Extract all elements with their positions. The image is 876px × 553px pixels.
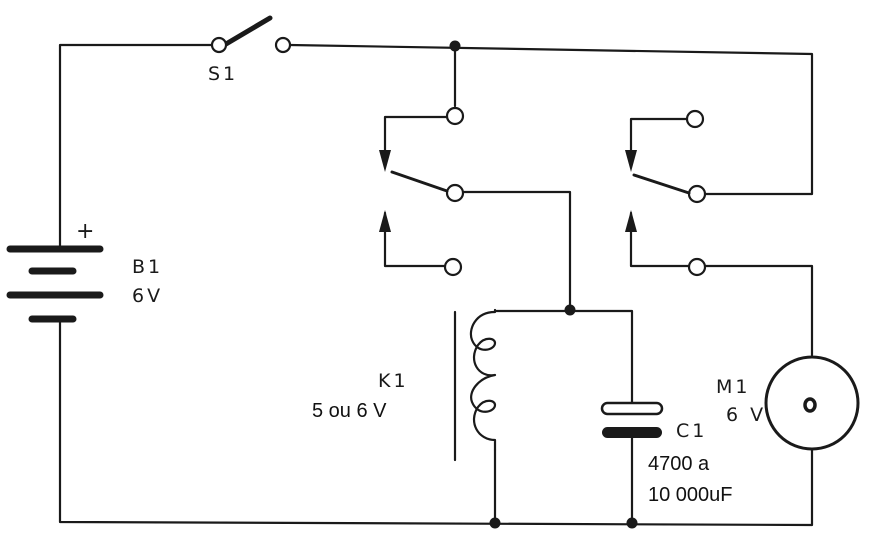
contact1-arrow-down [379,150,391,172]
contact2-nc-terminal [685,109,705,129]
junction-coil-top [564,304,576,316]
relay-contact-set-1 [379,106,465,277]
switch-s1 [210,15,292,54]
capacitor-value-line2: 10 000uF [648,484,733,506]
switch-lever [223,15,273,47]
relay-ref-label: K1 [378,370,409,392]
junction-cap-bottom [626,517,638,529]
wire-coil-top [493,308,634,410]
capacitor-plate-top [600,401,664,416]
wires [58,43,814,527]
capacitor-c1 [600,401,664,438]
relay-value-label: 5 ou 6 V [312,400,387,422]
contact1-no-terminal [443,257,463,277]
wire-to-motor [703,264,814,357]
coil-windings [469,310,497,452]
labels: S1 + B1 6V K1 5 ou 6 V C1 4700 a 10 000u… [76,63,766,506]
switch-terminal-left [210,36,228,54]
battery-ref-label: B1 [132,256,163,278]
wire-motor-bottom [58,318,814,527]
wire-left-top [58,43,214,250]
battery-polarity-label: + [76,219,97,244]
motor-ref-label: M1 [716,376,750,398]
relay-contact-set-2 [625,109,707,277]
contact2-blade [632,173,691,195]
wire-contact1-frame [383,115,449,155]
contact1-blade [390,170,449,193]
wire-contact2-frame [629,117,688,155]
wire-contact2-lower [629,226,695,268]
motor-shaft [803,397,817,413]
capacitor-plate-bottom [602,427,662,438]
battery-b1 [6,245,104,323]
contact1-common-terminal [445,183,465,203]
capacitor-value-line1: 4700 a [648,453,710,475]
switch-terminal-right [274,36,292,54]
motor-m1 [764,355,860,451]
junction-top [449,40,461,52]
contact2-no-terminal [687,257,707,277]
wire-top-right [288,43,814,196]
switch-label: S1 [208,63,238,85]
contact2-arrow-down [625,150,637,172]
contact1-nc-terminal [445,106,465,126]
motor-value-label: 6 V [726,404,766,426]
junction-coil-bottom [489,517,501,529]
battery-value-label: 6V [132,285,163,307]
contact2-common-terminal [687,184,707,204]
wire-common1-to-coil [462,190,572,311]
capacitor-ref-label: C1 [676,420,707,442]
junctions [449,40,638,529]
relay-coil-k1 [453,310,497,462]
wire-contact1-lower [383,226,447,268]
